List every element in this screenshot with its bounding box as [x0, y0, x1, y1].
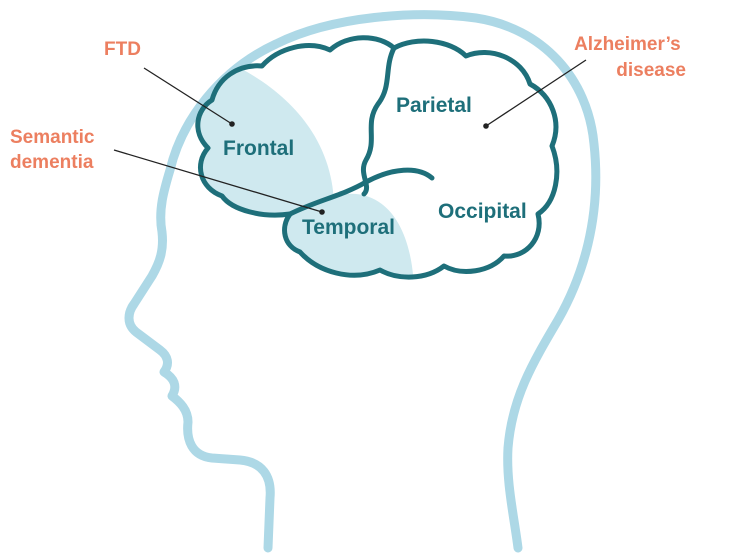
temporal-label: Temporal: [302, 216, 395, 239]
alzheimers-disease-label: Alzheimer’s disease: [574, 34, 686, 81]
frontal-label: Frontal: [223, 137, 294, 160]
ftd-label: FTD: [104, 39, 141, 60]
semantic-leader-dot: [319, 209, 325, 215]
semantic-dementia-line2: dementia: [10, 152, 94, 173]
ftd-leader-dot: [229, 121, 235, 127]
alzheimers-line2: disease: [616, 60, 686, 81]
parietal-label: Parietal: [396, 94, 472, 117]
semantic-dementia-label: Semantic dementia: [10, 127, 100, 173]
occipital-label: Occipital: [438, 200, 527, 223]
alzheimers-line1: Alzheimer’s: [574, 34, 681, 55]
semantic-dementia-line1: Semantic: [10, 127, 95, 148]
alzheimers-leader-dot: [483, 123, 489, 129]
